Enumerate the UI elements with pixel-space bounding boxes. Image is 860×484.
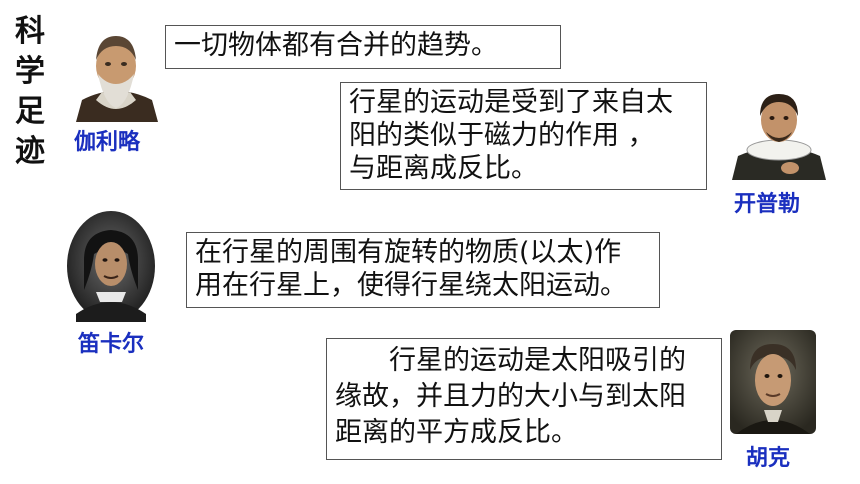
side-title: 科 学 足 迹 (10, 12, 50, 172)
statement-line: 缘故，并且力的大小与到太阳 (335, 381, 686, 412)
hooke-portrait-icon (730, 330, 816, 434)
statement-line: 行星的运动是太阳吸引的 (389, 345, 686, 376)
side-title-char: 迹 (15, 134, 45, 169)
statement-line: 阳的类似于磁力的作用 ， (349, 120, 655, 151)
scientist-name-descartes: 笛卡尔 (78, 332, 145, 357)
scientist-name-kepler: 开普勒 (734, 192, 801, 217)
side-title-char: 足 (15, 94, 45, 129)
statement-line: 用在行星上，使得行星绕太阳运动。 (195, 270, 627, 301)
statement-line: 一切物体都有合并的趋势。 (174, 30, 498, 61)
scientist-name-hooke: 胡克 (746, 446, 791, 471)
kepler-portrait-icon (728, 80, 830, 180)
scientist-name-galileo: 伽利略 (74, 130, 141, 155)
statement-kepler: 行星的运动是受到了来自太 阳的类似于磁力的作用 ， 与距离成反比。 (340, 82, 707, 190)
statement-line: 与距离成反比。 (349, 153, 538, 184)
side-title-char: 科 (15, 14, 45, 49)
galileo-portrait-icon (68, 22, 164, 122)
statement-descartes: 在行星的周围有旋转的物质(以太)作 用在行星上，使得行星绕太阳运动。 (186, 232, 660, 308)
statement-line: 行星的运动是受到了来自太 (349, 87, 673, 118)
statement-line: 距离的平方成反比。 (335, 417, 578, 448)
statement-galileo: 一切物体都有合并的趋势。 (165, 25, 561, 69)
descartes-portrait-icon (67, 211, 155, 322)
side-title-char: 学 (15, 54, 45, 89)
statement-hooke: 行星的运动是太阳吸引的 缘故，并且力的大小与到太阳 距离的平方成反比。 (326, 338, 722, 460)
statement-line: 在行星的周围有旋转的物质(以太)作 (195, 237, 622, 268)
